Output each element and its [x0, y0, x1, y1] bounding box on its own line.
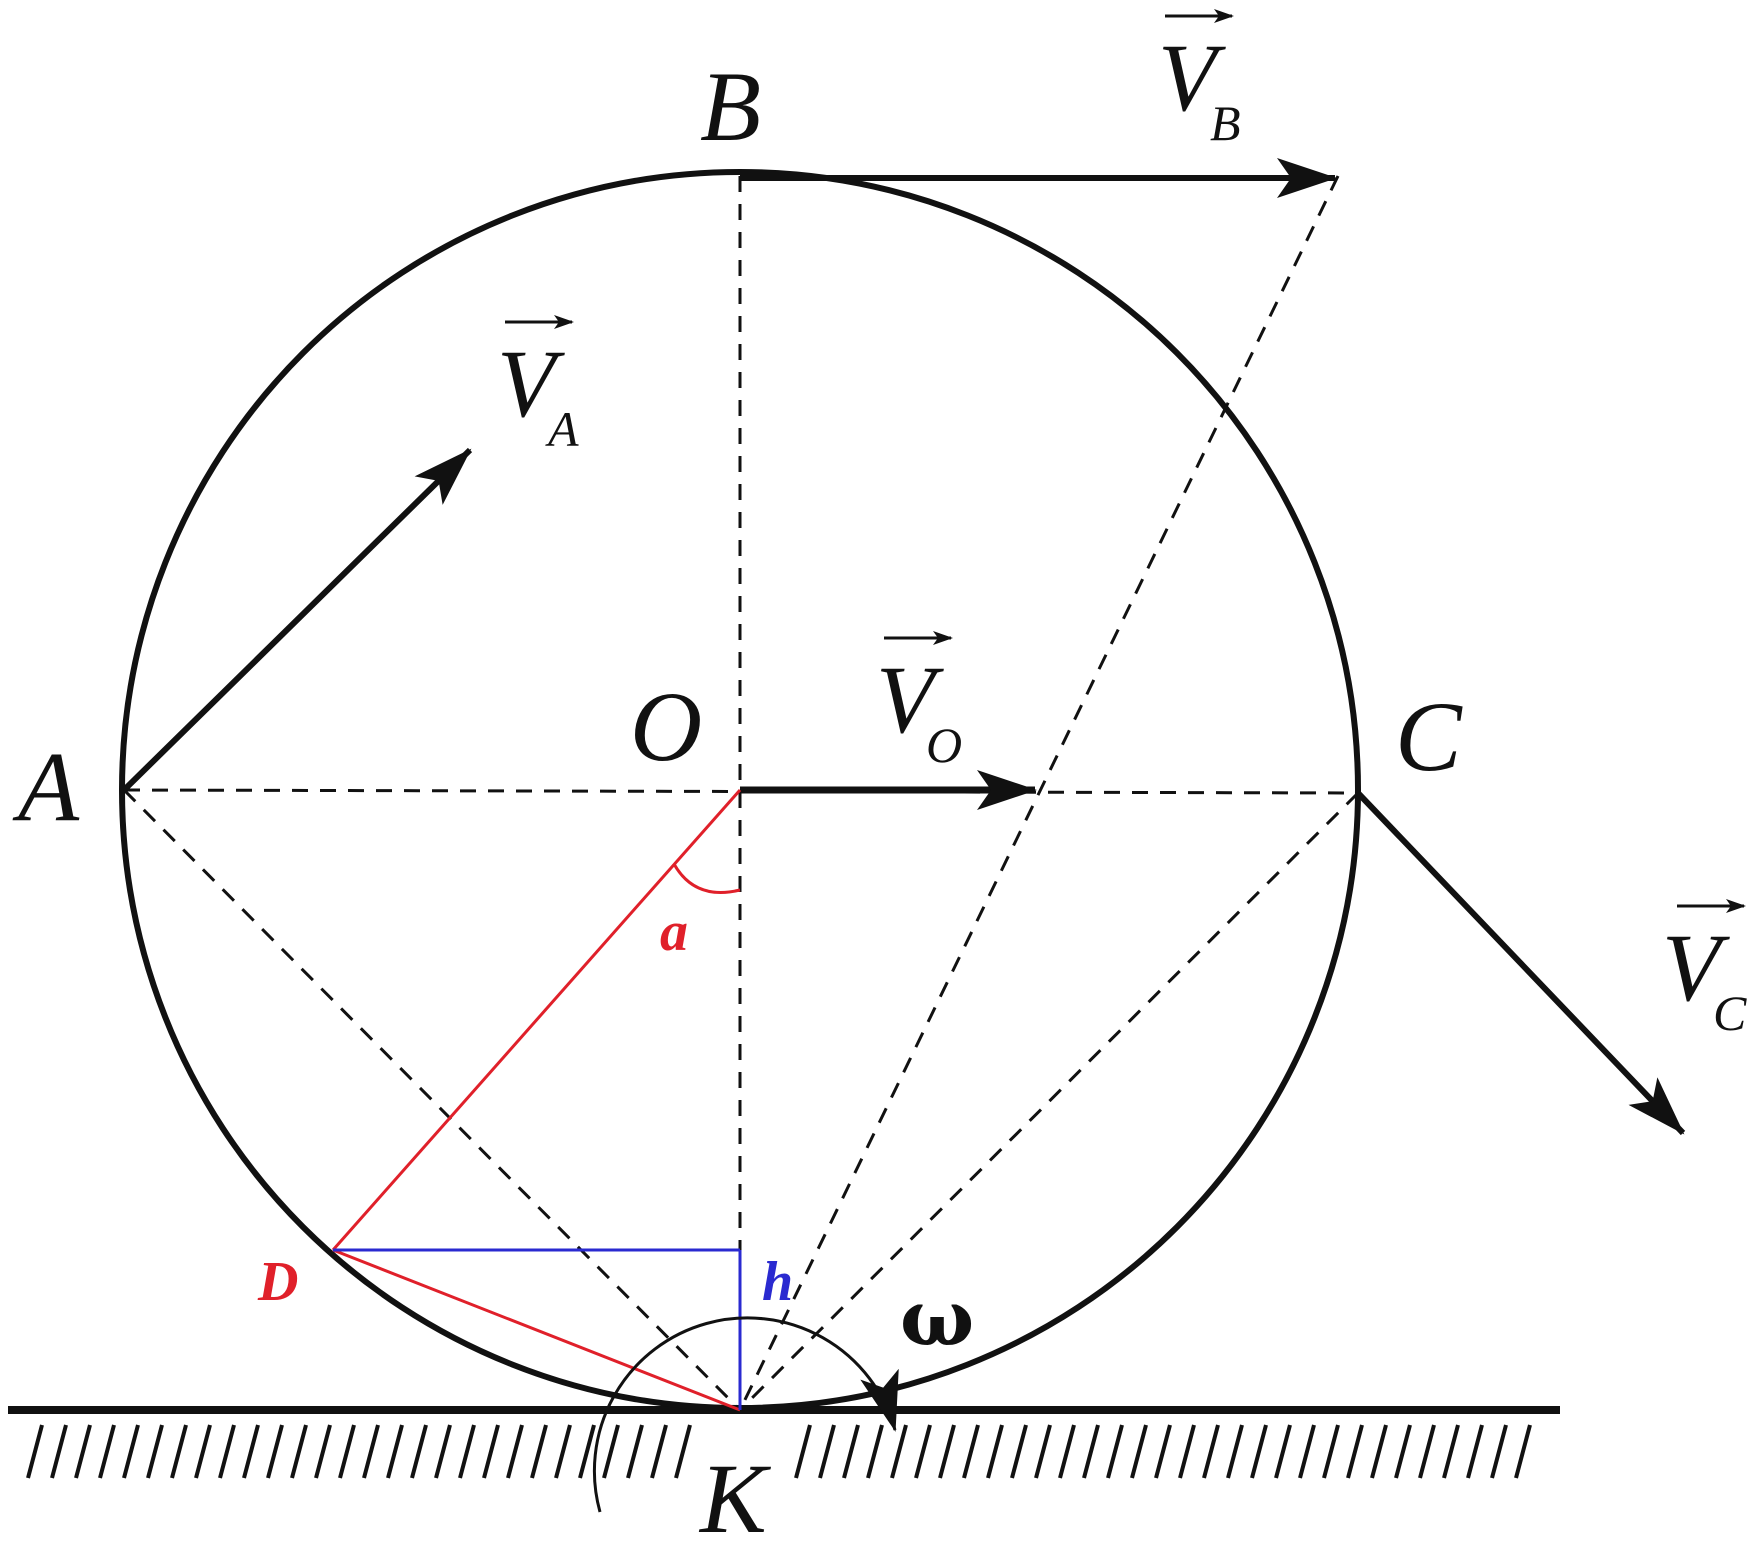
- hatch-mark: [914, 1424, 932, 1479]
- hatch-mark: [458, 1424, 476, 1479]
- hatch-mark: [890, 1424, 908, 1479]
- hatch-mark: [1178, 1424, 1196, 1479]
- hatch-mark: [1466, 1424, 1484, 1479]
- hatch-mark: [170, 1424, 188, 1479]
- label-height: h: [762, 1251, 793, 1313]
- hatch-mark: [794, 1424, 812, 1479]
- hatch-mark: [338, 1424, 356, 1479]
- label-omega: ω: [900, 1273, 974, 1364]
- hatch-mark: [1442, 1424, 1460, 1479]
- vector-vb-letter: V: [1158, 24, 1226, 131]
- hatch-mark: [578, 1424, 596, 1479]
- hatch-mark: [626, 1424, 644, 1479]
- hatch-mark: [362, 1424, 380, 1479]
- dashed-vb-k: [738, 175, 1340, 1411]
- hatch-mark: [1490, 1424, 1508, 1479]
- hatch-mark: [74, 1424, 92, 1479]
- vector-vo-letter: V: [876, 646, 944, 753]
- vector-vc-letter: V: [1662, 914, 1730, 1021]
- hatch-mark: [962, 1424, 980, 1479]
- hatch-mark: [1298, 1424, 1316, 1479]
- hatch-mark: [146, 1424, 164, 1479]
- hatch-mark: [1034, 1424, 1052, 1479]
- label-point-o: O: [630, 671, 702, 782]
- hatch-mark: [314, 1424, 332, 1479]
- hatch-mark: [530, 1424, 548, 1479]
- hatch-mark: [1322, 1424, 1340, 1479]
- hatch-mark: [650, 1424, 668, 1479]
- hatch-mark: [1130, 1424, 1148, 1479]
- dashed-a-k: [122, 788, 742, 1412]
- hatch-mark: [1106, 1424, 1124, 1479]
- hatch-mark: [290, 1424, 308, 1479]
- red-construction: [331, 789, 742, 1412]
- hatch-mark: [1514, 1424, 1532, 1479]
- hatch-mark: [410, 1424, 428, 1479]
- hatch-mark: [938, 1424, 956, 1479]
- hatch-mark: [218, 1424, 236, 1479]
- angle-arc: [672, 863, 741, 894]
- hatch-mark: [506, 1424, 524, 1479]
- red-line-d-k: [332, 1248, 741, 1412]
- hatch-mark: [1370, 1424, 1388, 1479]
- hatch-mark: [1394, 1424, 1412, 1479]
- hatch-mark: [482, 1424, 500, 1479]
- hatch-mark: [818, 1424, 836, 1479]
- hatch-mark: [1226, 1424, 1244, 1479]
- label-angle: a: [660, 901, 688, 963]
- label-vector-vc: V C: [1662, 899, 1747, 1041]
- label-vector-vb: V B: [1158, 9, 1241, 151]
- ground-hatching: [26, 1424, 1532, 1479]
- hatch-mark: [986, 1424, 1004, 1479]
- hatch-mark: [98, 1424, 116, 1479]
- hatch-mark: [1082, 1424, 1100, 1479]
- hatch-mark: [50, 1424, 68, 1479]
- hatch-mark: [1274, 1424, 1292, 1479]
- label-vector-va: V A: [497, 315, 579, 457]
- vector-vc-arrow: [1355, 790, 1686, 1136]
- hatch-mark: [122, 1424, 140, 1479]
- hatch-mark: [1202, 1424, 1220, 1479]
- hatch-mark: [1010, 1424, 1028, 1479]
- omega-rotation-arrow: [592, 1316, 899, 1513]
- hatch-mark: [842, 1424, 860, 1479]
- hatch-mark: [1250, 1424, 1268, 1479]
- vector-vo-subscript: O: [926, 717, 962, 773]
- hatch-mark: [674, 1424, 692, 1479]
- hatch-mark: [386, 1424, 404, 1479]
- vector-va-arrow: [121, 447, 473, 793]
- label-vector-vo: V O: [876, 631, 962, 773]
- hatch-mark: [434, 1424, 452, 1479]
- label-point-c: C: [1395, 681, 1463, 792]
- vector-va-letter: V: [497, 330, 565, 437]
- label-point-a: A: [12, 731, 80, 842]
- label-point-k: K: [698, 1443, 771, 1542]
- label-point-b: B: [700, 51, 761, 162]
- hatch-mark: [866, 1424, 884, 1479]
- hatch-mark: [194, 1424, 212, 1479]
- hatch-mark: [26, 1424, 44, 1479]
- blue-construction: [333, 1248, 742, 1410]
- hatch-mark: [1154, 1424, 1172, 1479]
- vector-va-subscript: A: [545, 401, 579, 457]
- hatch-mark: [602, 1424, 620, 1479]
- hatch-mark: [242, 1424, 260, 1479]
- label-point-d: D: [257, 1251, 298, 1313]
- hatch-mark: [1346, 1424, 1364, 1479]
- vector-vc-subscript: C: [1713, 985, 1747, 1041]
- vector-vb-subscript: B: [1210, 95, 1241, 151]
- dashed-c-k: [738, 791, 1360, 1412]
- hatch-mark: [1058, 1424, 1076, 1479]
- hatch-mark: [554, 1424, 572, 1479]
- hatch-mark: [1418, 1424, 1436, 1479]
- hatch-mark: [266, 1424, 284, 1479]
- red-line-o-d: [331, 789, 742, 1251]
